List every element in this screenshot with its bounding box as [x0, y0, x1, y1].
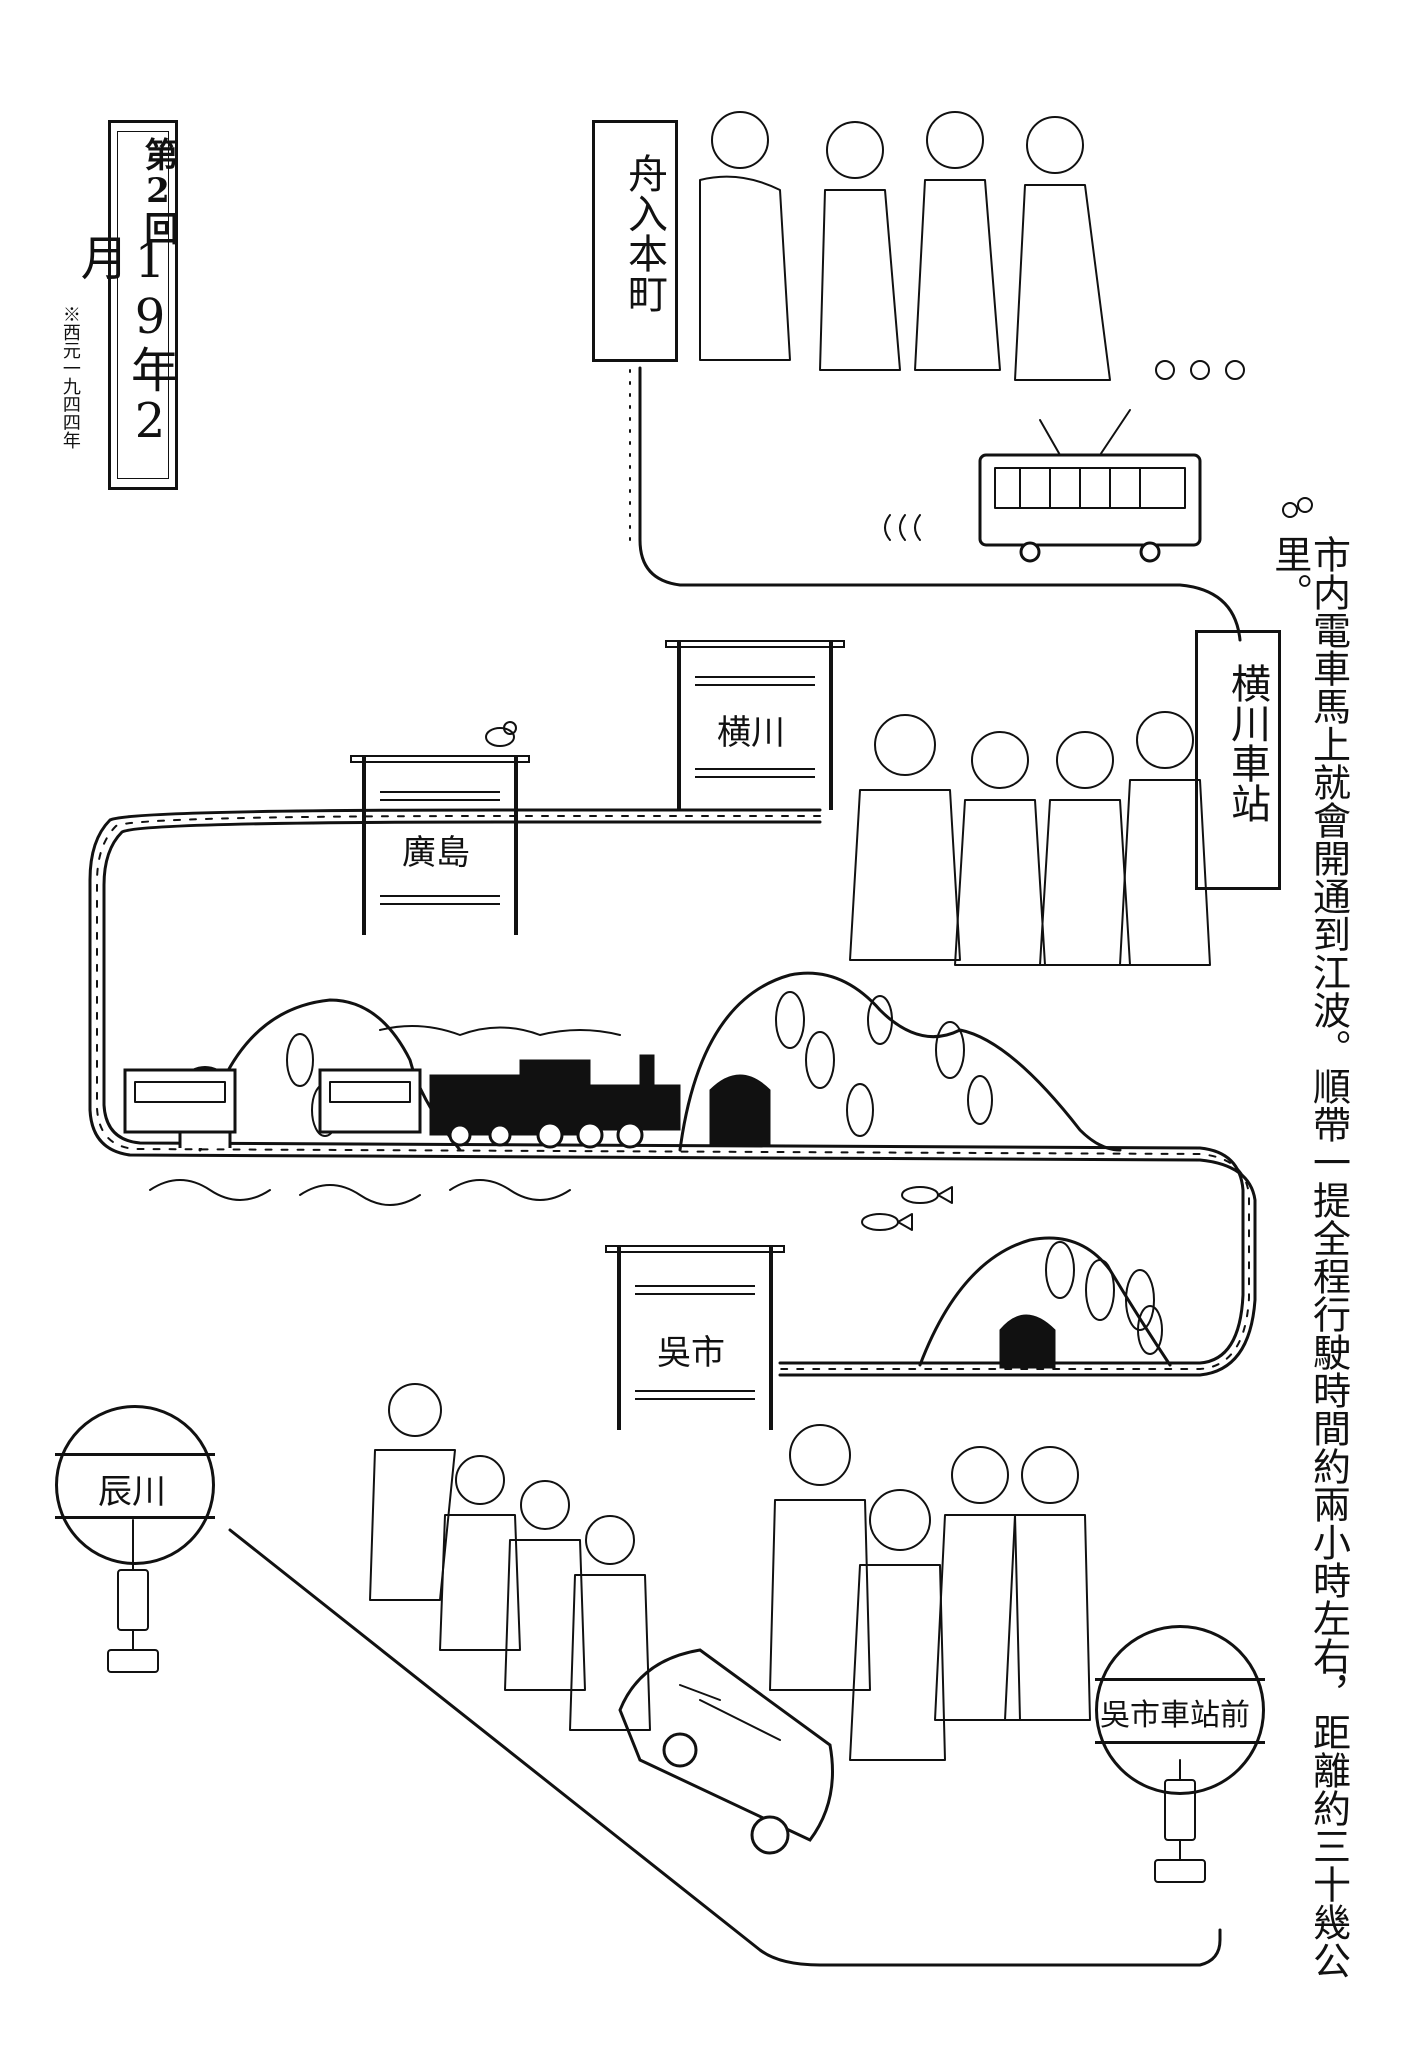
- bus-icon: [618, 1648, 834, 1855]
- hill-left: [198, 998, 462, 1152]
- steam-locomotive-icon: [123, 1025, 681, 1149]
- station-label: 廣島: [402, 833, 470, 873]
- trees-right: [1045, 1241, 1163, 1355]
- fish-icon: [861, 1186, 953, 1231]
- railway-track-inner: [102, 820, 1245, 1365]
- tunnel-icon: [709, 1074, 771, 1146]
- station-label: 横川車站: [1224, 663, 1270, 823]
- passengers-group-middle: [849, 711, 1211, 966]
- chapter-label: 第2回: [138, 137, 178, 245]
- bus-stop-label: 吳市車站前: [1100, 1698, 1250, 1733]
- bus-road: [228, 1528, 1222, 1967]
- tram-track: [638, 366, 1242, 642]
- bus-stop-sign-tatsukawa: 辰川: [55, 1405, 215, 1565]
- bus-stop-label: 辰川: [98, 1472, 166, 1512]
- station-label: 吳市: [657, 1333, 725, 1373]
- hill-center: [678, 971, 1122, 1152]
- tunnel-icon: [999, 1314, 1056, 1369]
- water-waves: [149, 1179, 571, 1206]
- passengers-group-bottom-right: [769, 1424, 1091, 1761]
- narration-text: 市内電車馬上就會開通到江波。順帶一提全程行駛時間約兩小時左右，距離約三十幾公里。: [1267, 535, 1351, 1979]
- station-sign-hiroshima: 廣島: [350, 755, 530, 935]
- passengers-group-bottom-left: [369, 1383, 651, 1731]
- hill-right: [918, 1236, 1172, 1367]
- decorative-puffs: [1155, 360, 1313, 518]
- bus-stop-sign-kure-station-front: 吳市車站前: [1095, 1625, 1265, 1795]
- date-footnote: ※西元一九四四年: [59, 305, 81, 449]
- chapter-heading-frame: [117, 131, 169, 479]
- station-sign-yokogawa-station: 横川車站: [1195, 630, 1281, 890]
- station-sign-yokogawa: 横川: [665, 640, 845, 810]
- station-sign-funairi-honmachi: 舟入本町: [592, 120, 678, 362]
- trees-center: [775, 991, 993, 1137]
- passengers-group-top: [699, 111, 1111, 381]
- station-label: 横川: [717, 713, 785, 753]
- station-sign-kure: 吳市: [605, 1245, 785, 1430]
- tram-icon: [884, 409, 1202, 563]
- bird-icon: [485, 721, 517, 747]
- railway-track-outer: [88, 808, 1257, 1377]
- station-label: 舟入本町: [621, 153, 667, 313]
